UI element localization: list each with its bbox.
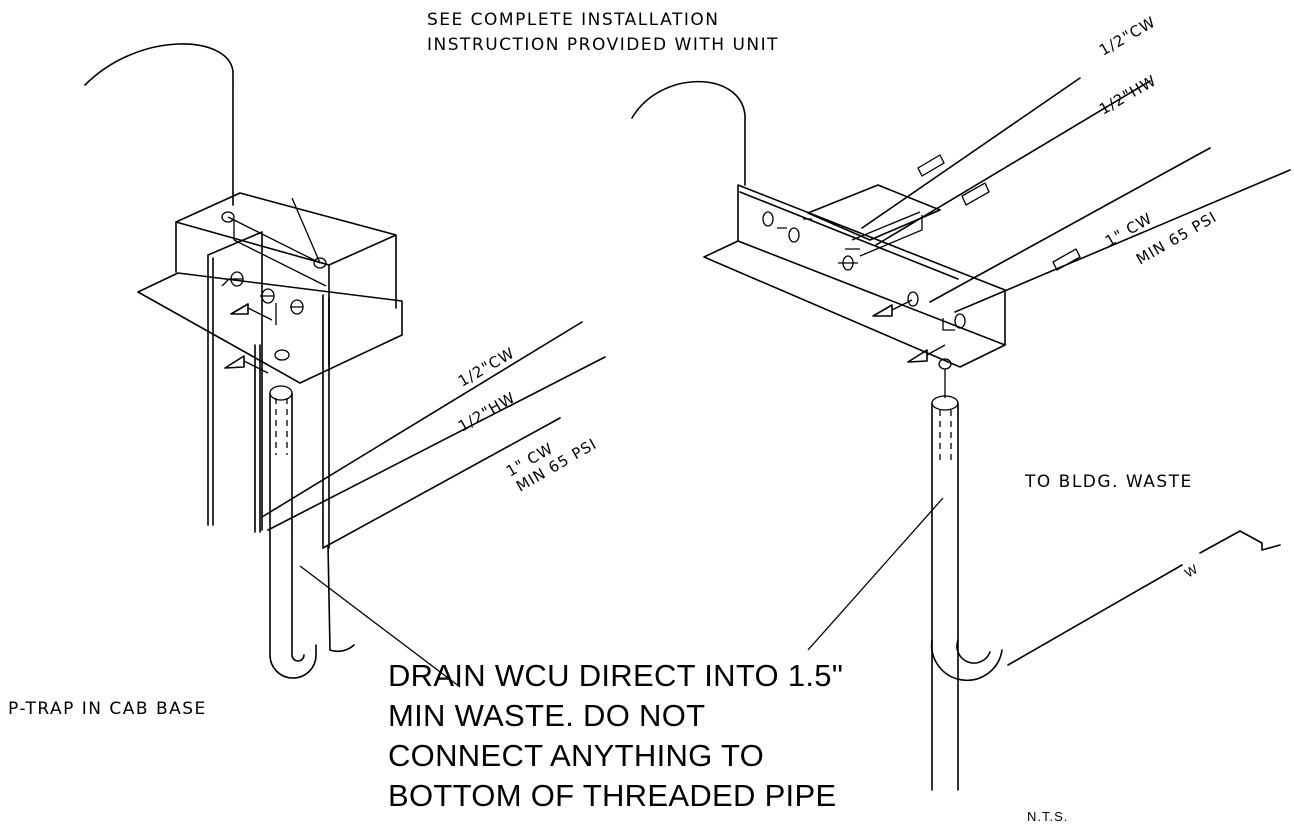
right-label-cw-half: 1/2"CW — [1096, 13, 1159, 60]
label-to-bldg-waste: TO BLDG. WASTE — [1024, 472, 1193, 492]
right-power-cord — [631, 80, 746, 186]
drain-note-line4: BOTTOM OF THREADED PIPE — [388, 778, 836, 813]
drain-note-line1: DRAIN WCU DIRECT INTO 1.5" — [388, 658, 843, 693]
scale-note: N.T.S. — [1027, 809, 1068, 824]
left-base-plate — [137, 272, 403, 384]
right-label-hw-half: 1/2"HW — [1096, 71, 1160, 118]
drain-note-line3: CONNECT ANYTHING TO — [388, 738, 764, 773]
header-note-line2: INSTRUCTION PROVIDED WITH UNIT — [427, 35, 779, 55]
left-top-port — [221, 211, 235, 223]
right-assembly — [631, 77, 1291, 791]
right-floor-plate — [703, 240, 1006, 368]
drain-note-line2: MIN WASTE. DO NOT — [388, 698, 705, 733]
label-p-trap: P-TRAP IN CAB BASE — [8, 699, 207, 719]
left-p-trap — [269, 529, 317, 679]
right-p-trap — [930, 639, 1003, 682]
header-note-line1: SEE COMPLETE INSTALLATION — [427, 10, 719, 30]
left-label-hw-half: 1/2"HW — [455, 388, 519, 435]
label-waste-w: W — [1182, 561, 1201, 581]
left-power-cord — [84, 43, 234, 206]
left-assembly — [84, 43, 606, 688]
